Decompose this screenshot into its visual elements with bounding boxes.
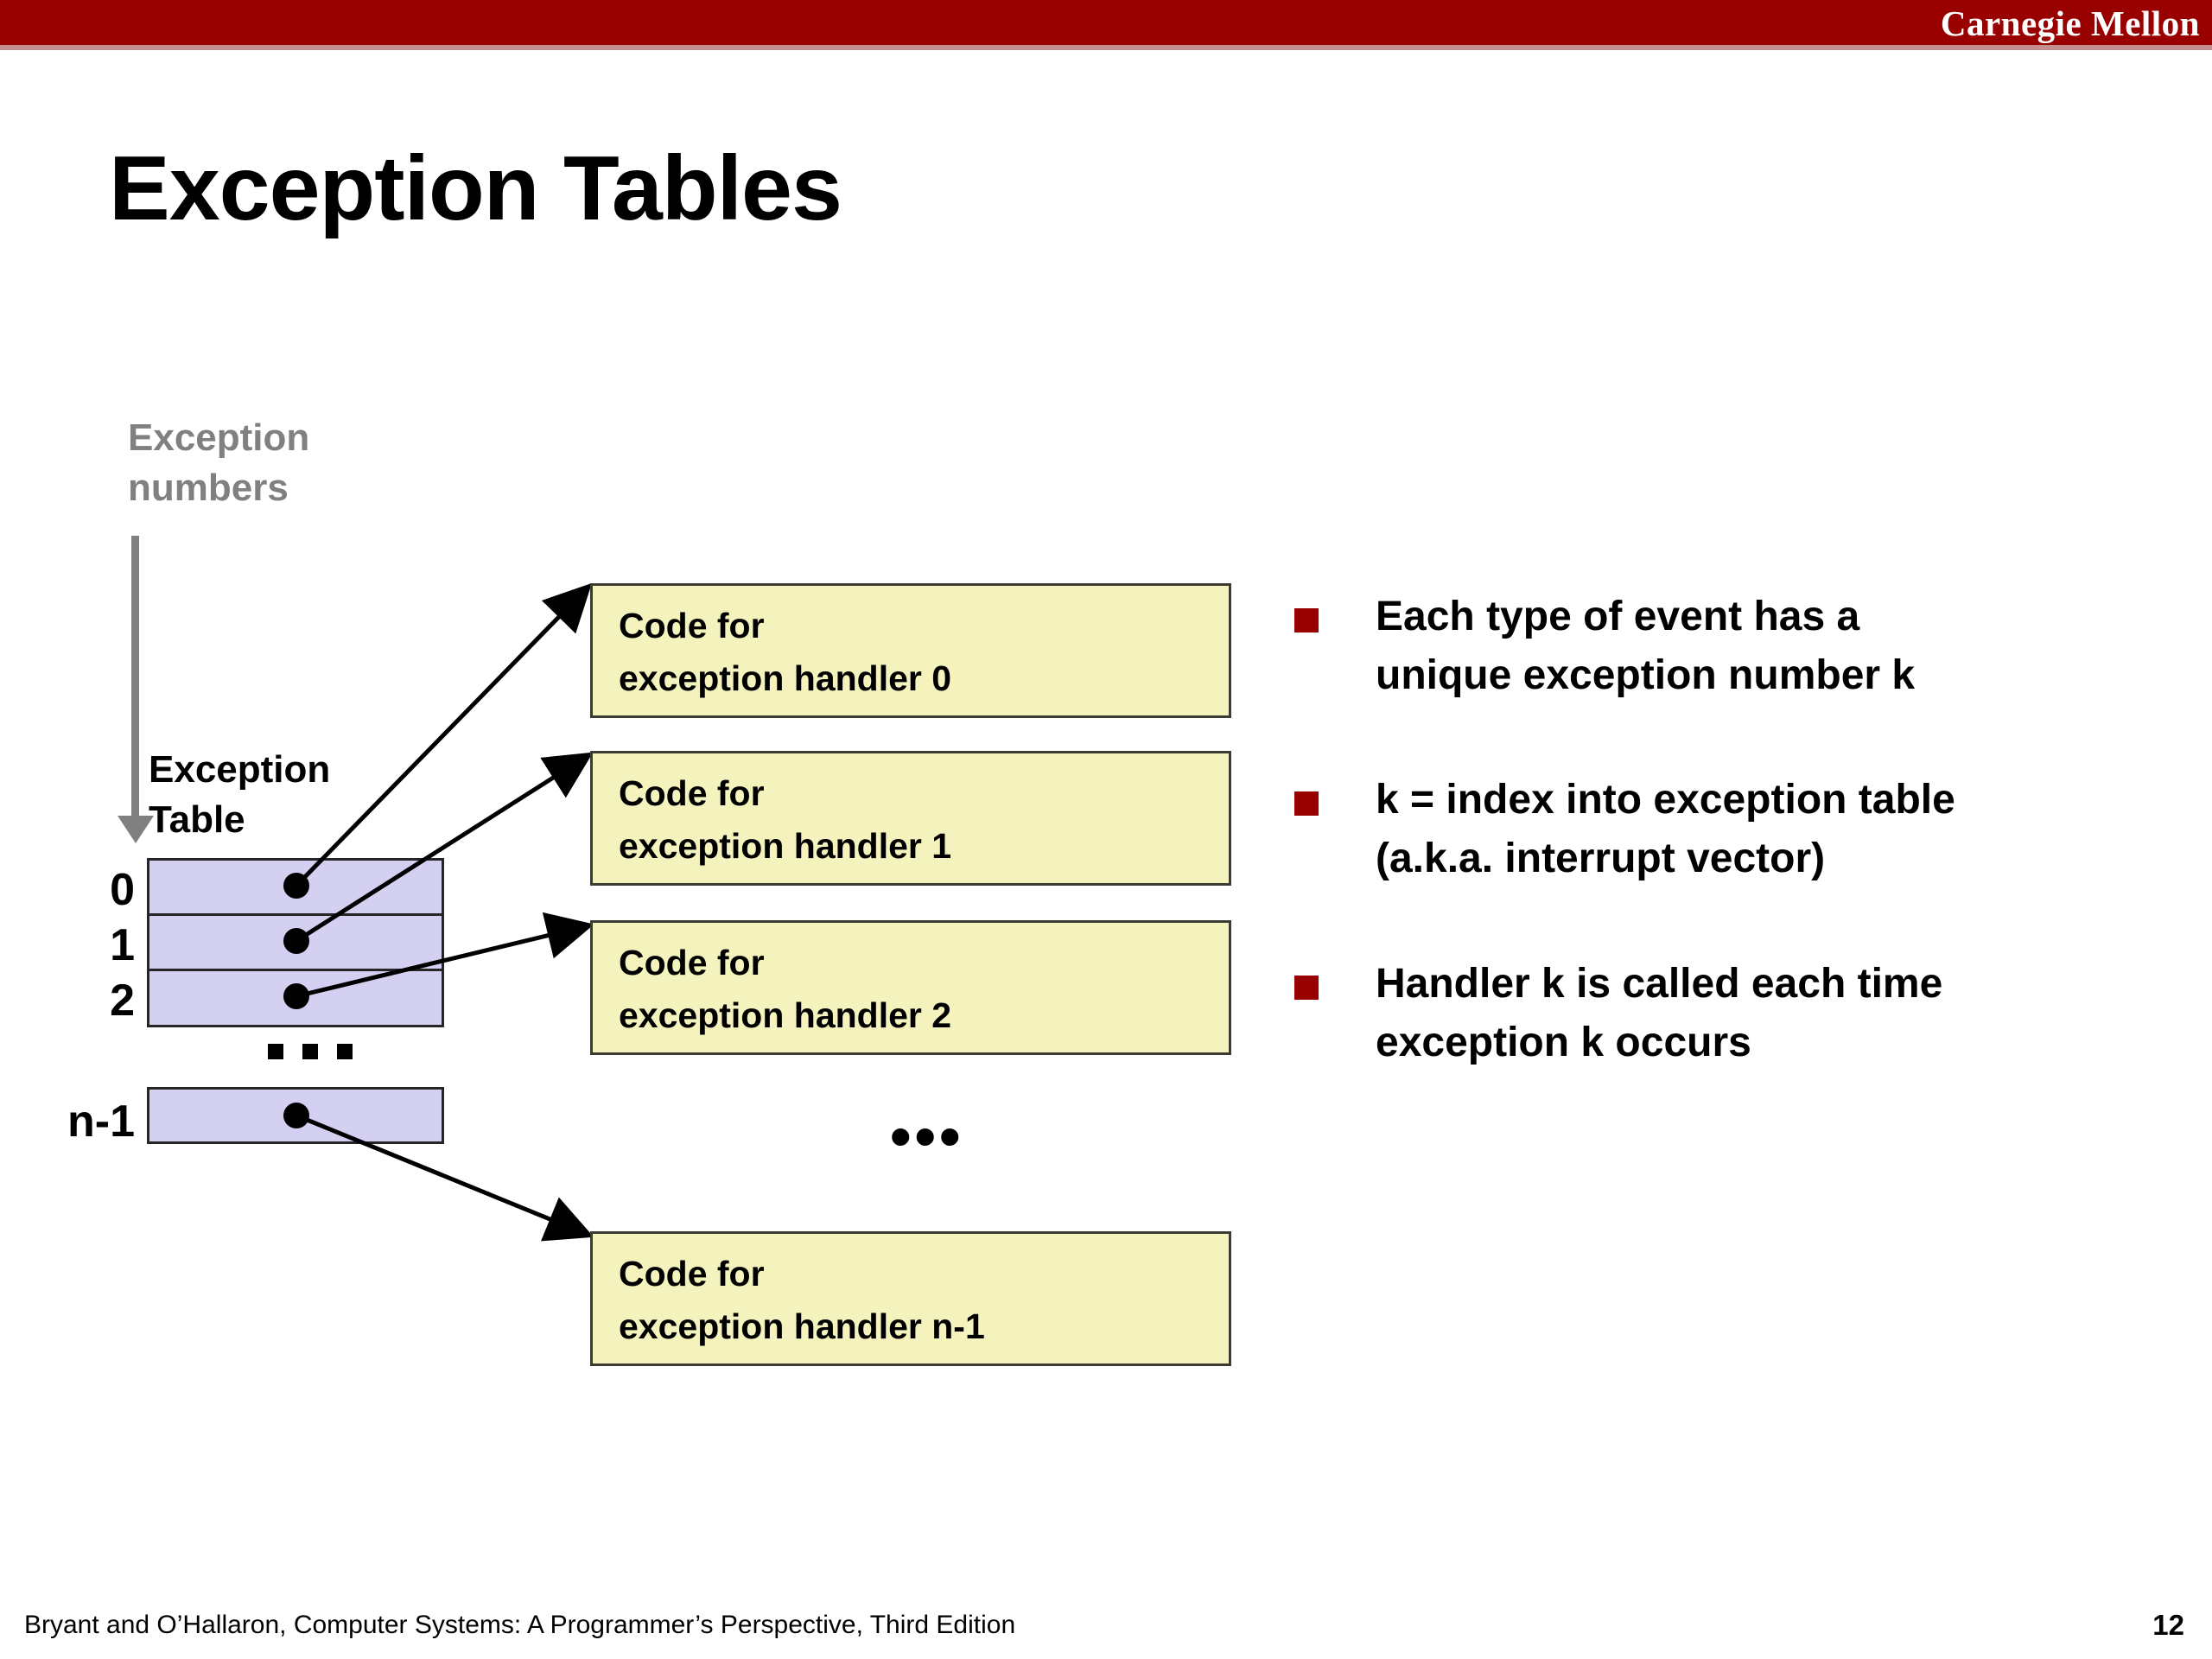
page-title: Exception Tables [109,137,842,239]
table-row-index-n-1: n-1 [67,1096,135,1147]
handler-code-box-1[interactable]: Code for exception handler 1 [590,751,1231,886]
handler-code-line2-2: exception handler 2 [619,995,952,1035]
bullet-square-icon [1294,975,1319,1000]
handler-code-box-0[interactable]: Code for exception handler 0 [590,583,1231,718]
table-vertical-ellipsis [268,1044,353,1059]
handler-code-box-n-1[interactable]: Code for exception handler n-1 [590,1231,1231,1366]
handler-code-line2-0: exception handler 0 [619,658,952,698]
bullet-text-1: Each type of event has a unique exceptio… [1376,594,1916,699]
bullet-list: Each type of event has a unique exceptio… [1279,588,2169,1138]
ellipsis-square [268,1044,283,1059]
exception-numbers-arrow-shaft [131,536,139,821]
table-row-index-0: 0 [110,865,135,915]
bullet-item-3: Handler k is called each time exception … [1279,955,2169,1072]
header-bar [0,0,2212,45]
footer-page-number: 12 [2152,1609,2184,1641]
handler-code-line1-0: Code for [619,606,765,645]
bullet-square-icon [1294,608,1319,632]
handler-code-line2-n-1: exception handler n-1 [619,1306,985,1346]
bullet-item-2: k = index into exception table (a.k.a. i… [1279,771,2169,888]
table-entry-dot-2 [283,983,309,1009]
table-row-divider-0-1 [147,913,444,916]
handler-code-text-0: Code for exception handler 0 [619,600,951,704]
exception-table-label: Exception Table [149,748,331,842]
table-entry-dot-n-1 [283,1103,309,1128]
bullet-text-3: Handler k is called each time exception … [1376,960,1943,1065]
carnegie-mellon-brand: Carnegie Mellon [1940,3,2200,43]
handler-code-text-2: Code for exception handler 2 [619,937,951,1041]
bullet-square-icon [1294,791,1319,817]
handler-boxes-ellipsis: ••• [890,1103,964,1170]
exception-numbers-arrow-head-icon [118,816,154,843]
table-row-index-1: 1 [110,920,135,970]
table-entry-dot-0 [283,873,309,899]
table-entry-dot-1 [283,928,309,954]
handler-code-box-2[interactable]: Code for exception handler 2 [590,920,1231,1055]
handler-code-line1-n-1: Code for [619,1254,765,1294]
footer-citation: Bryant and O’Hallaron, Computer Systems:… [24,1611,1016,1639]
exception-table-diagram: Exception numbers Exception Table 0 1 2 … [67,416,1231,1366]
exception-numbers-label: Exception numbers [128,416,310,510]
handler-code-text-1: Code for exception handler 1 [619,767,951,872]
header-bar-underline [0,45,2212,50]
bullet-item-1: Each type of event has a unique exceptio… [1279,588,2169,705]
ellipsis-square [302,1044,318,1059]
handler-code-line1-2: Code for [619,943,765,982]
handler-code-line1-1: Code for [619,773,765,813]
ellipsis-square [337,1044,353,1059]
table-row-index-2: 2 [110,976,135,1026]
table-row-divider-1-2 [147,969,444,971]
bullet-text-2: k = index into exception table (a.k.a. i… [1376,777,1955,882]
handler-code-text-n-1: Code for exception handler n-1 [619,1248,985,1352]
handler-code-line2-1: exception handler 1 [619,825,952,866]
